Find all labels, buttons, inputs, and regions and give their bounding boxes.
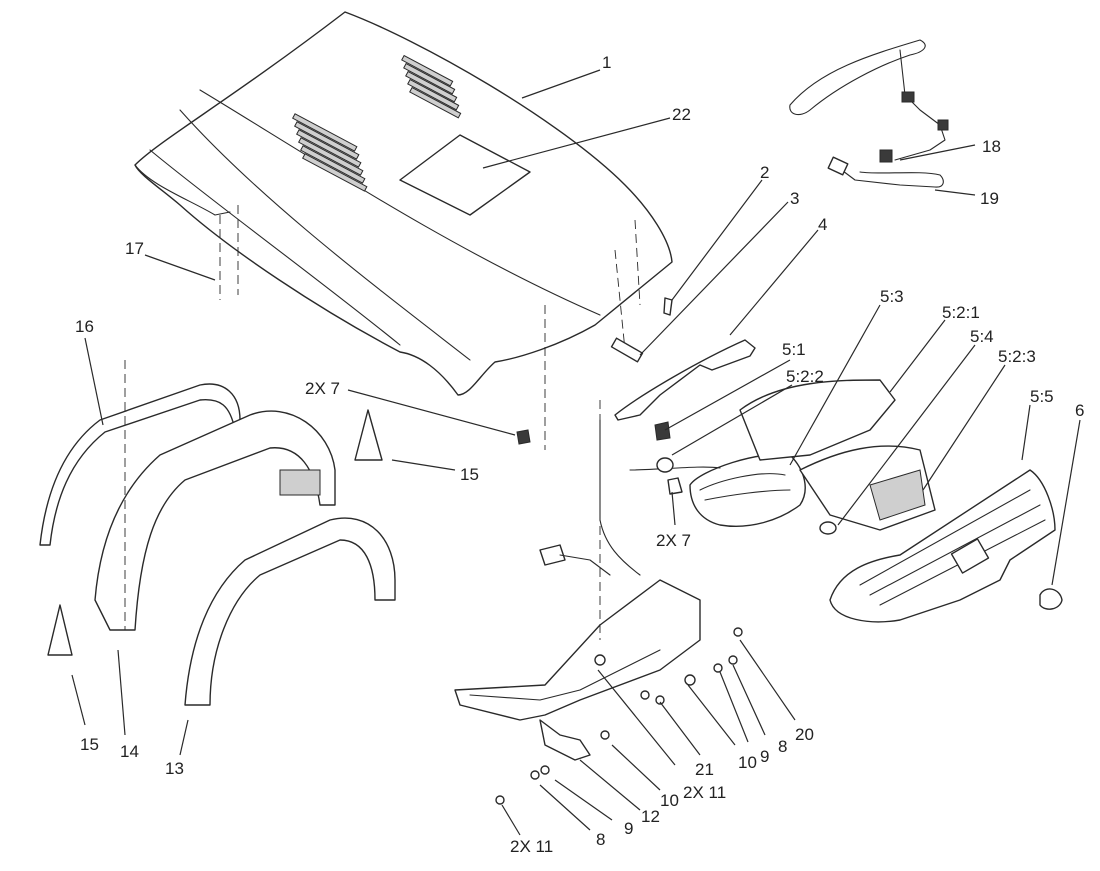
callout-9-left: 9 xyxy=(624,819,633,838)
callout-16: 16 xyxy=(75,317,94,336)
callout-19: 19 xyxy=(980,189,999,208)
hinge-hardware-part xyxy=(610,219,756,421)
callout-6: 6 xyxy=(1075,401,1084,420)
callout-2x11-lower: 2X 11 xyxy=(510,837,553,856)
decal-part xyxy=(399,134,531,216)
hood-vents-front xyxy=(401,54,462,119)
headlight-assembly-part xyxy=(599,379,936,576)
grille-part xyxy=(829,469,1063,623)
callout-15-lower: 15 xyxy=(80,735,99,754)
callout-20: 20 xyxy=(795,725,814,744)
callout-8-left: 8 xyxy=(596,830,605,849)
callout-4: 4 xyxy=(818,215,827,234)
callout-3: 3 xyxy=(790,189,799,208)
callout-5-2-1: 5:2:1 xyxy=(942,303,980,322)
callout-17: 17 xyxy=(125,239,144,258)
callout-5-4: 5:4 xyxy=(970,327,994,346)
front-bracket-part xyxy=(454,400,743,805)
callout-15-upper: 15 xyxy=(460,465,479,484)
callout-labels: 1 22 18 19 2 3 4 17 16 2X 7 15 5:3 5:2:1… xyxy=(75,53,1084,856)
callout-2x11-upper: 2X 11 xyxy=(683,783,726,802)
fender-parts xyxy=(39,205,546,706)
callout-10-left: 10 xyxy=(660,791,679,810)
callout-2x7-upper: 2X 7 xyxy=(305,379,340,398)
wiring-harness-part xyxy=(789,39,949,188)
callout-13: 13 xyxy=(165,759,184,778)
callout-5-3: 5:3 xyxy=(880,287,904,306)
hood-part xyxy=(134,11,673,396)
callout-2x7-lower: 2X 7 xyxy=(656,531,691,550)
callout-12: 12 xyxy=(641,807,660,826)
callout-10-right: 10 xyxy=(738,753,757,772)
leader-lines xyxy=(71,69,1081,836)
callout-18: 18 xyxy=(982,137,1001,156)
callout-5-2-3: 5:2:3 xyxy=(998,347,1036,366)
callout-2: 2 xyxy=(760,163,769,182)
callout-14: 14 xyxy=(120,742,139,761)
callout-5-2-2: 5:2:2 xyxy=(786,367,824,386)
callout-1: 1 xyxy=(602,53,611,72)
callout-21: 21 xyxy=(695,760,714,779)
callout-22: 22 xyxy=(672,105,691,124)
callout-5-1: 5:1 xyxy=(782,340,806,359)
callout-9-right: 9 xyxy=(760,747,769,766)
callout-5-5: 5:5 xyxy=(1030,387,1054,406)
callout-8-right: 8 xyxy=(778,737,787,756)
hood-vents-rear xyxy=(292,113,368,192)
